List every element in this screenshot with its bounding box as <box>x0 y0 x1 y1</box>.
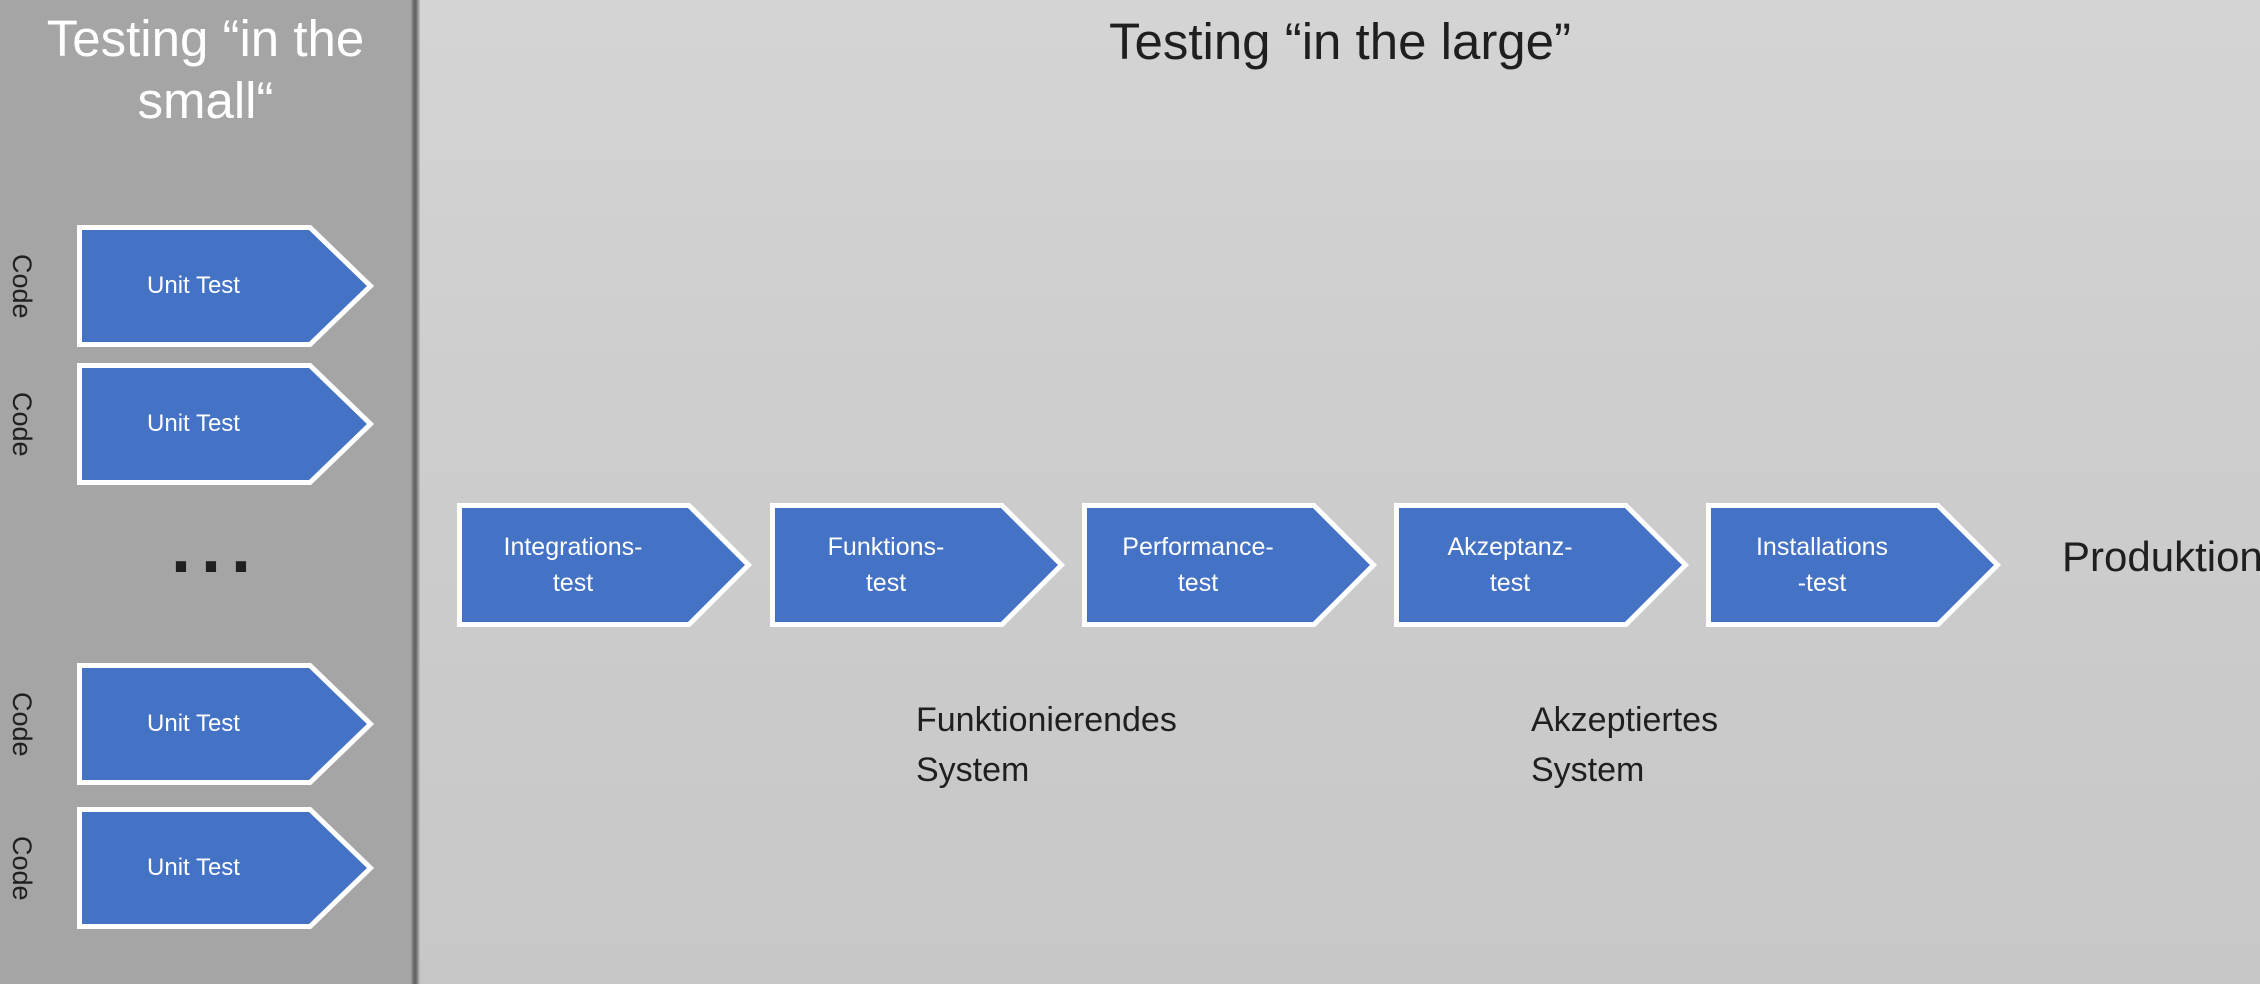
stage-arrow-label: Performance- test <box>1122 532 1274 597</box>
stage-arrow-installationstest: Installations -test <box>1706 503 2002 627</box>
arrow-shape-icon <box>77 807 375 929</box>
arrow-shape-icon <box>457 503 753 627</box>
sidebar-testing-in-the-small: Testing “in the small“ Code Unit Test Co… <box>0 0 411 984</box>
arrow-shape-icon <box>1394 503 1690 627</box>
code-label-2: Code <box>7 391 37 457</box>
unit-test-arrow-1: Unit Test <box>77 225 375 347</box>
stage-arrow-label: Integrations- test <box>503 532 643 597</box>
unit-test-arrow-4: Unit Test <box>77 807 375 929</box>
stage-arrow-label: Funktions- test <box>827 532 945 597</box>
main-title: Testing “in the large” <box>1108 13 1572 70</box>
stage-arrow-label: Akzeptanz- test <box>1447 532 1573 597</box>
unit-test-label: Unit Test <box>147 272 240 300</box>
sidebar-title: Testing “in the small“ <box>46 10 365 130</box>
sidebar-divider <box>411 0 420 984</box>
unit-test-arrow-2: Unit Test <box>77 363 375 485</box>
stage-arrow-funktionstest: Funktions- test <box>770 503 1066 627</box>
arrow-shape-icon <box>770 503 1066 627</box>
unit-test-label: Unit Test <box>147 710 240 738</box>
stage-arrow-akzeptanztest: Akzeptanz- test <box>1394 503 1690 627</box>
arrow-shape-icon <box>1706 503 2002 627</box>
arrow-shape-icon <box>77 663 375 785</box>
annotation-funktionierendes-system: Funktionierendes System <box>916 701 1177 789</box>
stage-arrow-label: Installations -test <box>1755 532 1889 597</box>
stage-arrow-integrationstest: Integrations- test <box>457 503 753 627</box>
annotation-akzeptiertes-system: Akzeptiertes System <box>1531 701 1719 789</box>
code-label-4: Code <box>7 835 37 901</box>
arrow-shape-icon <box>77 363 375 485</box>
unit-test-label: Unit Test <box>147 410 240 438</box>
more-tests-ellipsis: ... <box>170 508 261 588</box>
arrow-shape-icon <box>77 225 375 347</box>
code-label-1: Code <box>7 253 37 319</box>
arrow-shape-icon <box>1082 503 1378 627</box>
code-label-3: Code <box>7 691 37 757</box>
stage-arrow-performancetest: Performance- test <box>1082 503 1378 627</box>
production-label: Produktion <box>2062 533 2260 580</box>
unit-test-label: Unit Test <box>147 854 240 882</box>
unit-test-arrow-3: Unit Test <box>77 663 375 785</box>
